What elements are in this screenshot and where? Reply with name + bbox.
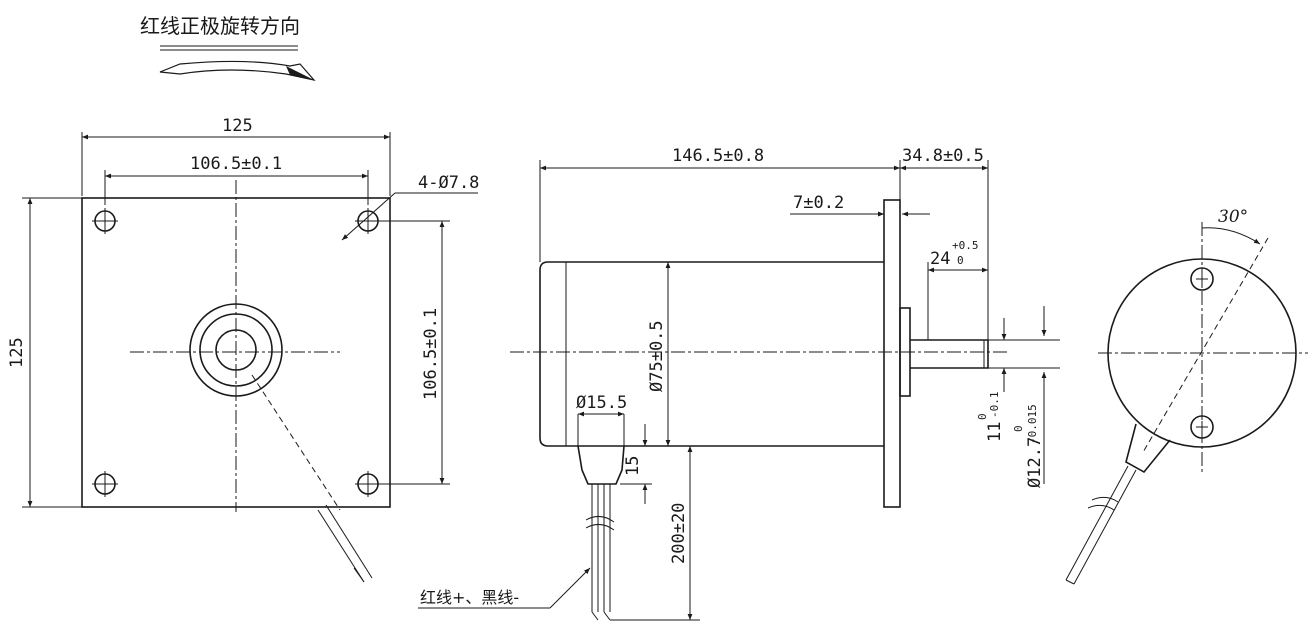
front-width-outer: 125 xyxy=(222,116,253,136)
shaft-dia-tol-lower: -0.015 xyxy=(1026,404,1039,444)
shaft-total-dim: 34.8±0.5 xyxy=(902,146,984,166)
cable-boss-dim: 15 xyxy=(623,456,643,476)
lead-length-dim: 200±20 xyxy=(669,503,689,564)
mount-hole-bl xyxy=(92,471,118,497)
screw-bottom-icon xyxy=(1190,415,1214,439)
shaft-length-dim: 24 xyxy=(930,249,950,269)
wire-note-label: 红线+、黑线- xyxy=(420,588,519,607)
flat-tol-lower: -0.1 xyxy=(988,392,1001,419)
rotation-note-text: 红线正极旋转方向 xyxy=(140,14,300,38)
shaft-dia-tol-upper: 0 xyxy=(1012,425,1025,432)
screw-top-icon xyxy=(1190,267,1214,291)
cable-diameter-dim: Ø15.5 xyxy=(576,393,627,413)
hole-spec-label: 4-Ø7.8 xyxy=(418,173,479,193)
rotation-direction-note: 红线正极旋转方向 xyxy=(140,14,316,81)
mount-hole-tr xyxy=(355,208,381,234)
front-height-outer: 125 xyxy=(7,337,27,368)
flange-thickness-dim: 7±0.2 xyxy=(793,193,844,213)
side-view: 146.5±0.8 34.8±0.5 7±0.2 24 +0.5 0 Ø75±0… xyxy=(418,146,1060,621)
shaft-tol-upper: +0.5 xyxy=(952,239,979,252)
mount-hole-tl xyxy=(92,208,118,234)
body-length-dim: 146.5±0.8 xyxy=(672,146,764,166)
shaft-tol-lower: 0 xyxy=(957,254,964,267)
angle-label: 30° xyxy=(1218,207,1248,227)
front-width-holes: 106.5±0.1 xyxy=(190,154,282,174)
body-diameter-dim: Ø75±0.5 xyxy=(647,320,667,392)
rear-view: 30° xyxy=(1065,207,1308,585)
flat-dim: 11 xyxy=(985,422,1005,442)
mount-hole-br xyxy=(355,471,381,497)
front-height-holes: 106.5±0.1 xyxy=(421,308,441,400)
shaft-diameter-dim: Ø12.7 xyxy=(1025,437,1045,488)
flat-tol-upper: 0 xyxy=(976,413,989,420)
rotation-arrow-icon xyxy=(159,60,316,81)
front-view: 125 106.5±0.1 125 106.5±0.1 xyxy=(7,116,479,583)
